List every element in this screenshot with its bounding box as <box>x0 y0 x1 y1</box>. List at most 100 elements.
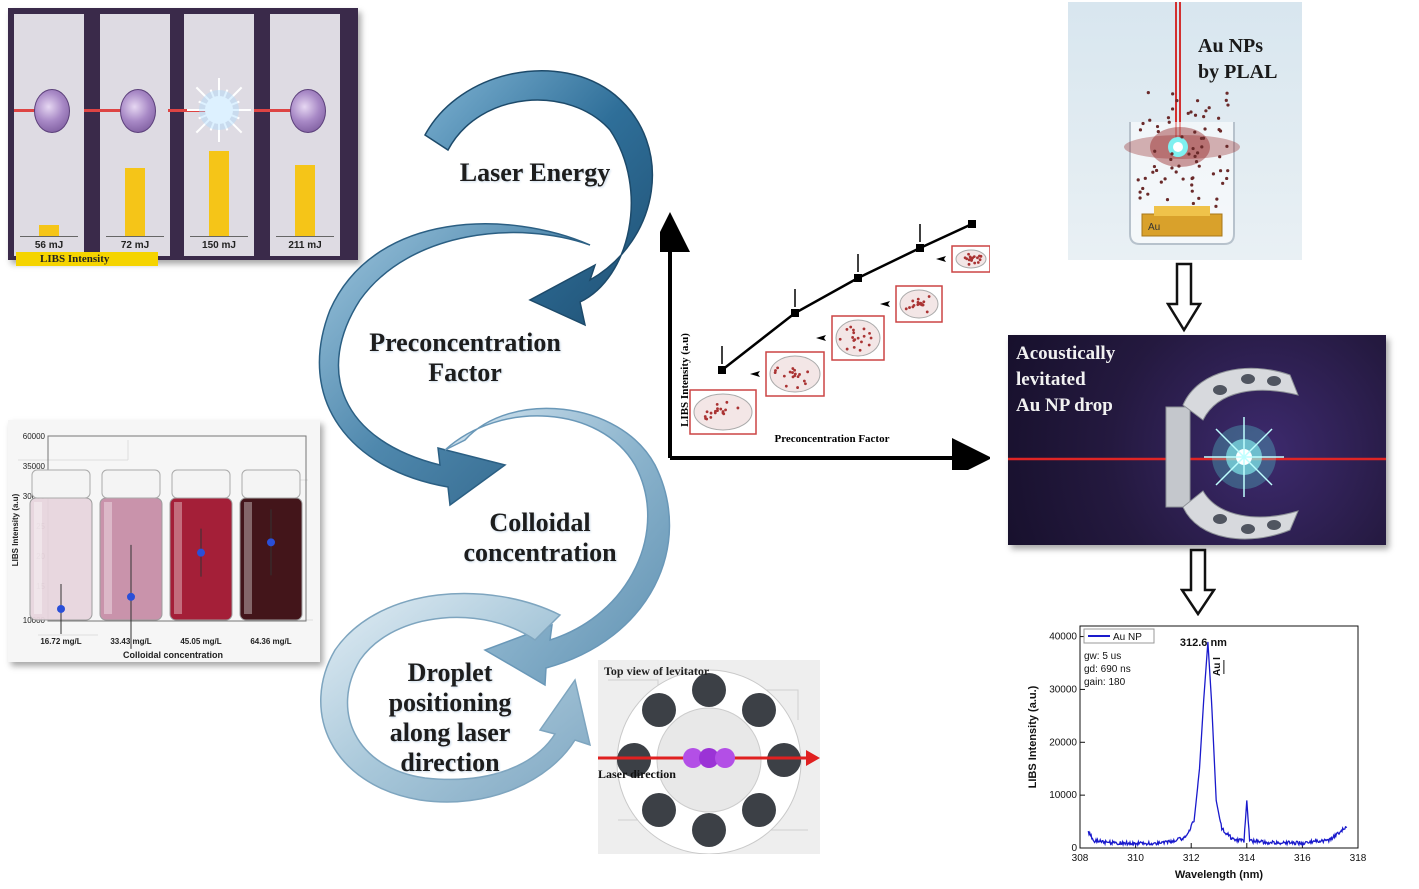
particle <box>1187 112 1190 115</box>
particle <box>1196 151 1199 154</box>
particle <box>1147 91 1150 94</box>
precon-ylabel: LIBS Intensity (a.u) <box>679 333 691 427</box>
particle <box>1225 177 1228 180</box>
legend-label: Au NP <box>1113 632 1142 643</box>
down-arrow-icon <box>1166 262 1202 334</box>
y-tick-label: 30000 <box>1049 684 1077 695</box>
particle <box>1212 172 1215 175</box>
y-tick-label: 0 <box>1071 843 1077 854</box>
intensity-bar <box>39 225 59 236</box>
levitator-top-view: Top view of levitator Laser direction <box>598 660 820 854</box>
data-point <box>197 549 205 557</box>
particle <box>1139 128 1142 131</box>
particle <box>1214 205 1217 208</box>
particle <box>1190 183 1193 186</box>
particle <box>1202 137 1205 140</box>
y-tick-label: 60000 <box>23 432 46 441</box>
spectrum-xlabel: Wavelength (nm) <box>1175 869 1264 881</box>
down-arrow-icon <box>1180 548 1216 618</box>
label-line: Factor <box>345 358 585 388</box>
baseline <box>106 236 164 237</box>
label-line: Droplet <box>365 658 535 688</box>
plal-title-line: Au NPs <box>1198 35 1263 57</box>
particle <box>1190 177 1193 180</box>
data-point <box>968 220 976 228</box>
levitated-drop-panel: Acoustically levitated Au NP drop <box>1008 335 1386 545</box>
particle <box>1153 165 1156 168</box>
x-tick-label: 318 <box>1350 853 1366 864</box>
label-line: direction <box>365 748 535 778</box>
energy-label: 56 mJ <box>14 240 84 251</box>
energy-label: 150 mJ <box>184 240 254 251</box>
vial-cap <box>172 470 230 498</box>
data-point <box>127 593 135 601</box>
particle <box>1155 169 1158 172</box>
y-tick-label: 40000 <box>1049 632 1077 643</box>
x-tick-label: 312 <box>1183 853 1200 864</box>
particle <box>1196 99 1199 102</box>
target-label: Au <box>1148 222 1160 233</box>
particle <box>1198 165 1201 168</box>
energy-label: 72 mJ <box>100 240 170 251</box>
particle <box>1193 130 1196 133</box>
particle <box>1180 135 1183 138</box>
particle <box>1170 166 1173 169</box>
vial-cap <box>102 470 160 498</box>
vial-cap <box>32 470 90 498</box>
particle <box>1202 115 1205 118</box>
label-laser-energy: Laser Energy <box>430 158 640 188</box>
particle <box>1191 190 1194 193</box>
label-preconcentration: Preconcentration Factor <box>345 328 585 388</box>
peak-label: 312.6 nm <box>1180 637 1227 649</box>
data-point <box>916 244 924 252</box>
plal-panel: Au Au NPs by PLAL <box>1068 2 1302 260</box>
particle <box>1167 116 1170 119</box>
top-view-panel: Top view of levitator Laser direction <box>598 660 820 854</box>
droplet <box>34 89 70 133</box>
particle <box>1200 145 1203 148</box>
energy-slot: 150 mJ <box>184 14 254 256</box>
acquisition-param: gd: 690 ns <box>1084 664 1131 675</box>
x-tick-label: 316 <box>1294 853 1311 864</box>
particle <box>1187 152 1190 155</box>
label-line: Preconcentration <box>345 328 585 358</box>
baseline <box>190 236 248 237</box>
particle <box>1197 197 1200 200</box>
small-arrow-icon <box>936 256 946 262</box>
data-point <box>267 538 275 546</box>
particle <box>1189 110 1192 113</box>
particle <box>1226 103 1229 106</box>
levitator-illustration: Acoustically levitated Au NP drop <box>1008 335 1386 545</box>
particle <box>1171 107 1174 110</box>
data-point <box>791 309 799 317</box>
particle <box>1148 119 1151 122</box>
particle <box>1226 169 1229 172</box>
particle <box>1151 171 1154 174</box>
particle <box>1138 196 1141 199</box>
data-point <box>854 274 862 282</box>
top-view-title: Top view of levitator <box>604 664 710 678</box>
label-line: along laser <box>365 718 535 748</box>
label-colloidal: Colloidal concentration <box>440 508 640 568</box>
particle <box>1156 125 1159 128</box>
colloid-chart: 60000350003000025201510000LIBS Intensity… <box>8 420 320 662</box>
arrow-laser-energy <box>425 71 652 325</box>
laser-direction-label: Laser direction <box>598 767 676 781</box>
particle <box>1218 155 1221 158</box>
category-label: 45.05 mg/L <box>180 637 221 646</box>
particle <box>1141 122 1144 125</box>
droplet <box>715 748 735 768</box>
particle <box>1191 147 1194 150</box>
libs-intensity-tag: LIBS Intensity <box>16 252 158 266</box>
y-tick-label: 20000 <box>1049 737 1077 748</box>
particle <box>1168 121 1171 124</box>
colloid-ylabel: LIBS Intensity (a.u) <box>11 493 20 566</box>
vial-cap <box>242 470 300 498</box>
plal-title-line: by PLAL <box>1198 61 1277 83</box>
line-label: Au I <box>1212 657 1223 676</box>
particle <box>1137 178 1140 181</box>
particle <box>1175 99 1178 102</box>
energy-slot: 72 mJ <box>100 14 170 256</box>
levitated-title-line: Acoustically <box>1016 343 1116 364</box>
laser-arrowhead <box>806 750 820 766</box>
